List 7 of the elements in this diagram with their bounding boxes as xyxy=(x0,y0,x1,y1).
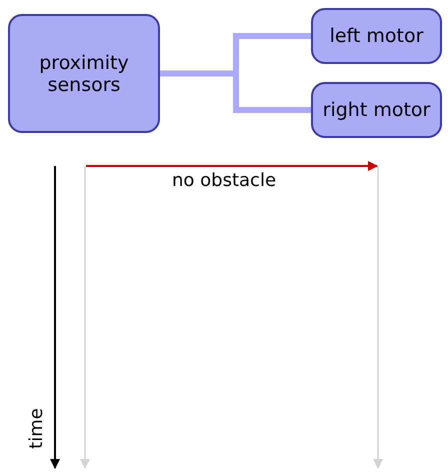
component-box: left motor xyxy=(311,8,442,64)
lifeline xyxy=(373,166,383,469)
lifeline xyxy=(80,166,90,469)
message-arrow xyxy=(86,161,378,171)
axis-label: time xyxy=(26,408,47,449)
component-box: proximity sensors xyxy=(8,14,160,133)
component-box: right motor xyxy=(311,82,442,138)
